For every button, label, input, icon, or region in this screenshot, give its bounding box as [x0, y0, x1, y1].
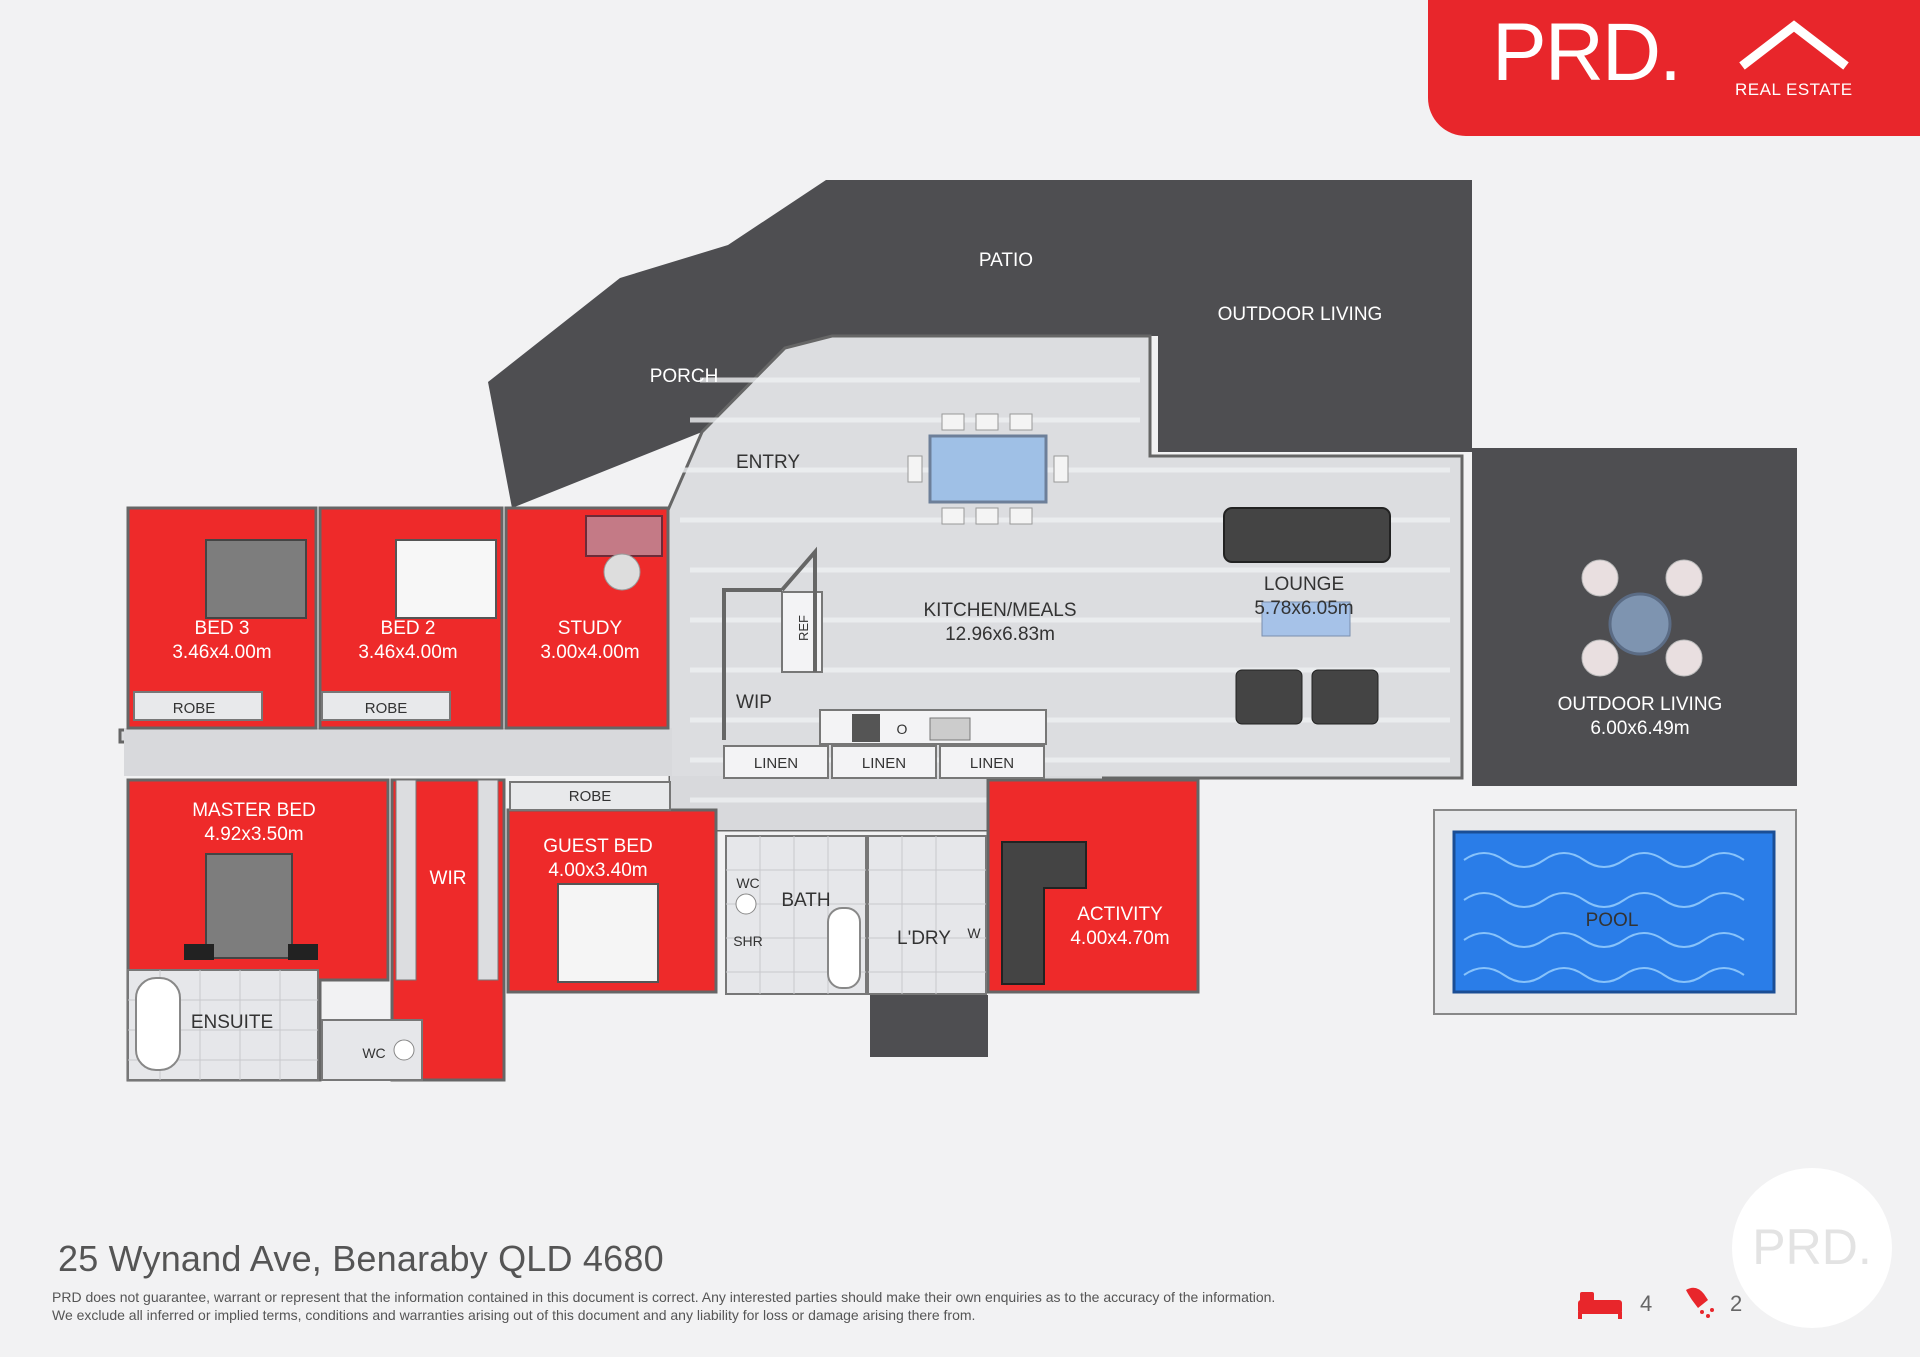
wc2-label: WC: [362, 1045, 385, 1061]
linen2-label: LINEN: [862, 755, 906, 772]
bed3-size: 3.46x4.00m: [172, 642, 271, 663]
bath-label: BATH: [781, 890, 830, 911]
linen1-label: LINEN: [754, 755, 798, 772]
dining-chairs: [907, 413, 1069, 525]
toilet-1: [735, 893, 757, 915]
kitchen-label: KITCHEN/MEALS: [923, 600, 1076, 621]
disclaimer-line-2: We exclude all inferred or implied terms…: [52, 1307, 976, 1323]
activity-couch: [1001, 841, 1087, 985]
outdoor-living-side-size: 6.00x6.49m: [1590, 718, 1689, 739]
patio-label: PATIO: [979, 250, 1033, 271]
bed2-label: BED 2: [381, 618, 436, 639]
shr-label: SHR: [733, 933, 763, 949]
dining-table: [928, 434, 1048, 504]
kitchen-size: 12.96x6.83m: [945, 624, 1055, 645]
wir-label: WIR: [430, 868, 467, 889]
rear-step-area: [870, 995, 988, 1057]
wir-divider: [395, 779, 417, 981]
brand-logo: PRD. REAL ESTATE: [1428, 0, 1920, 136]
property-address: 25 Wynand Ave, Benaraby QLD 4680: [58, 1238, 664, 1279]
study-chair: [603, 553, 641, 591]
linen3-label: LINEN: [970, 755, 1014, 772]
outdoor-living-top-label: OUTDOOR LIVING: [1218, 304, 1383, 325]
guest-size: 4.00x3.40m: [548, 860, 647, 881]
coffee-table: [1261, 601, 1351, 637]
armchair-2: [1311, 669, 1379, 725]
disclaimer-line-1: PRD does not guarantee, warrant or repre…: [52, 1289, 1276, 1305]
w-label: W: [967, 925, 981, 941]
study-size: 3.00x4.00m: [540, 642, 639, 663]
bathtub: [827, 907, 861, 989]
study-desk: [585, 515, 663, 557]
wip-wall: [722, 588, 782, 740]
lounge-label: LOUNGE: [1264, 574, 1344, 595]
outdoor-table: [1608, 592, 1672, 656]
robe-guest-label: ROBE: [569, 788, 612, 805]
wir-divider-2: [477, 779, 499, 981]
ldry-label: L'DRY: [897, 928, 951, 949]
activity-size: 4.00x4.70m: [1070, 928, 1169, 949]
armchair-1: [1235, 669, 1303, 725]
wc1-label: WC: [736, 875, 759, 891]
robe-bed3-label: ROBE: [173, 700, 216, 717]
bathrooms-count: 2: [1730, 1291, 1743, 1316]
watermark-badge: PRD.: [1732, 1168, 1892, 1328]
robe-bed2-label: ROBE: [365, 700, 408, 717]
robes: [133, 691, 671, 811]
bed-icon: [1578, 1292, 1622, 1319]
activity-label: ACTIVITY: [1077, 904, 1163, 925]
shower-icon: [1686, 1287, 1714, 1318]
stove: [852, 714, 880, 742]
patio-area: [488, 180, 1472, 508]
ensuite-tub: [135, 977, 181, 1071]
porch-label: PORCH: [650, 366, 719, 387]
ensuite-label: ENSUITE: [191, 1012, 273, 1033]
bed3-label: BED 3: [195, 618, 250, 639]
study-label: STUDY: [558, 618, 623, 639]
beds-furniture: [184, 539, 659, 983]
brand-subtitle: REAL ESTATE: [1735, 80, 1853, 99]
pool: [1452, 830, 1776, 994]
disclaimer: PRD does not guarantee, warrant or repre…: [52, 1288, 1452, 1324]
master-size: 4.92x3.50m: [204, 824, 303, 845]
pool-label: POOL: [1586, 910, 1639, 931]
brand-name: PRD.: [1492, 7, 1682, 98]
guest-label: GUEST BED: [543, 836, 652, 857]
ref-nook-wall: [780, 546, 817, 672]
entry-label: ENTRY: [736, 452, 800, 473]
watermark-text: PRD.: [1752, 1219, 1872, 1275]
sink: [929, 717, 971, 741]
toilet-2: [393, 1039, 415, 1061]
bedrooms-count: 4: [1640, 1291, 1653, 1316]
wip-label: WIP: [736, 692, 772, 713]
lounge-size: 5.78x6.05m: [1254, 598, 1353, 619]
bed2-size: 3.46x4.00m: [358, 642, 457, 663]
outdoor-chairs: [1581, 559, 1703, 677]
house-roof-icon: [1739, 20, 1849, 70]
hallway: [124, 728, 672, 776]
master-label: MASTER BED: [192, 800, 316, 821]
ref-label: REF: [796, 615, 811, 641]
sofa: [1223, 507, 1391, 563]
outdoor-living-side-label: OUTDOOR LIVING: [1558, 694, 1723, 715]
pool-caustics: [1463, 852, 1745, 983]
stove-o-label: O: [897, 721, 908, 737]
